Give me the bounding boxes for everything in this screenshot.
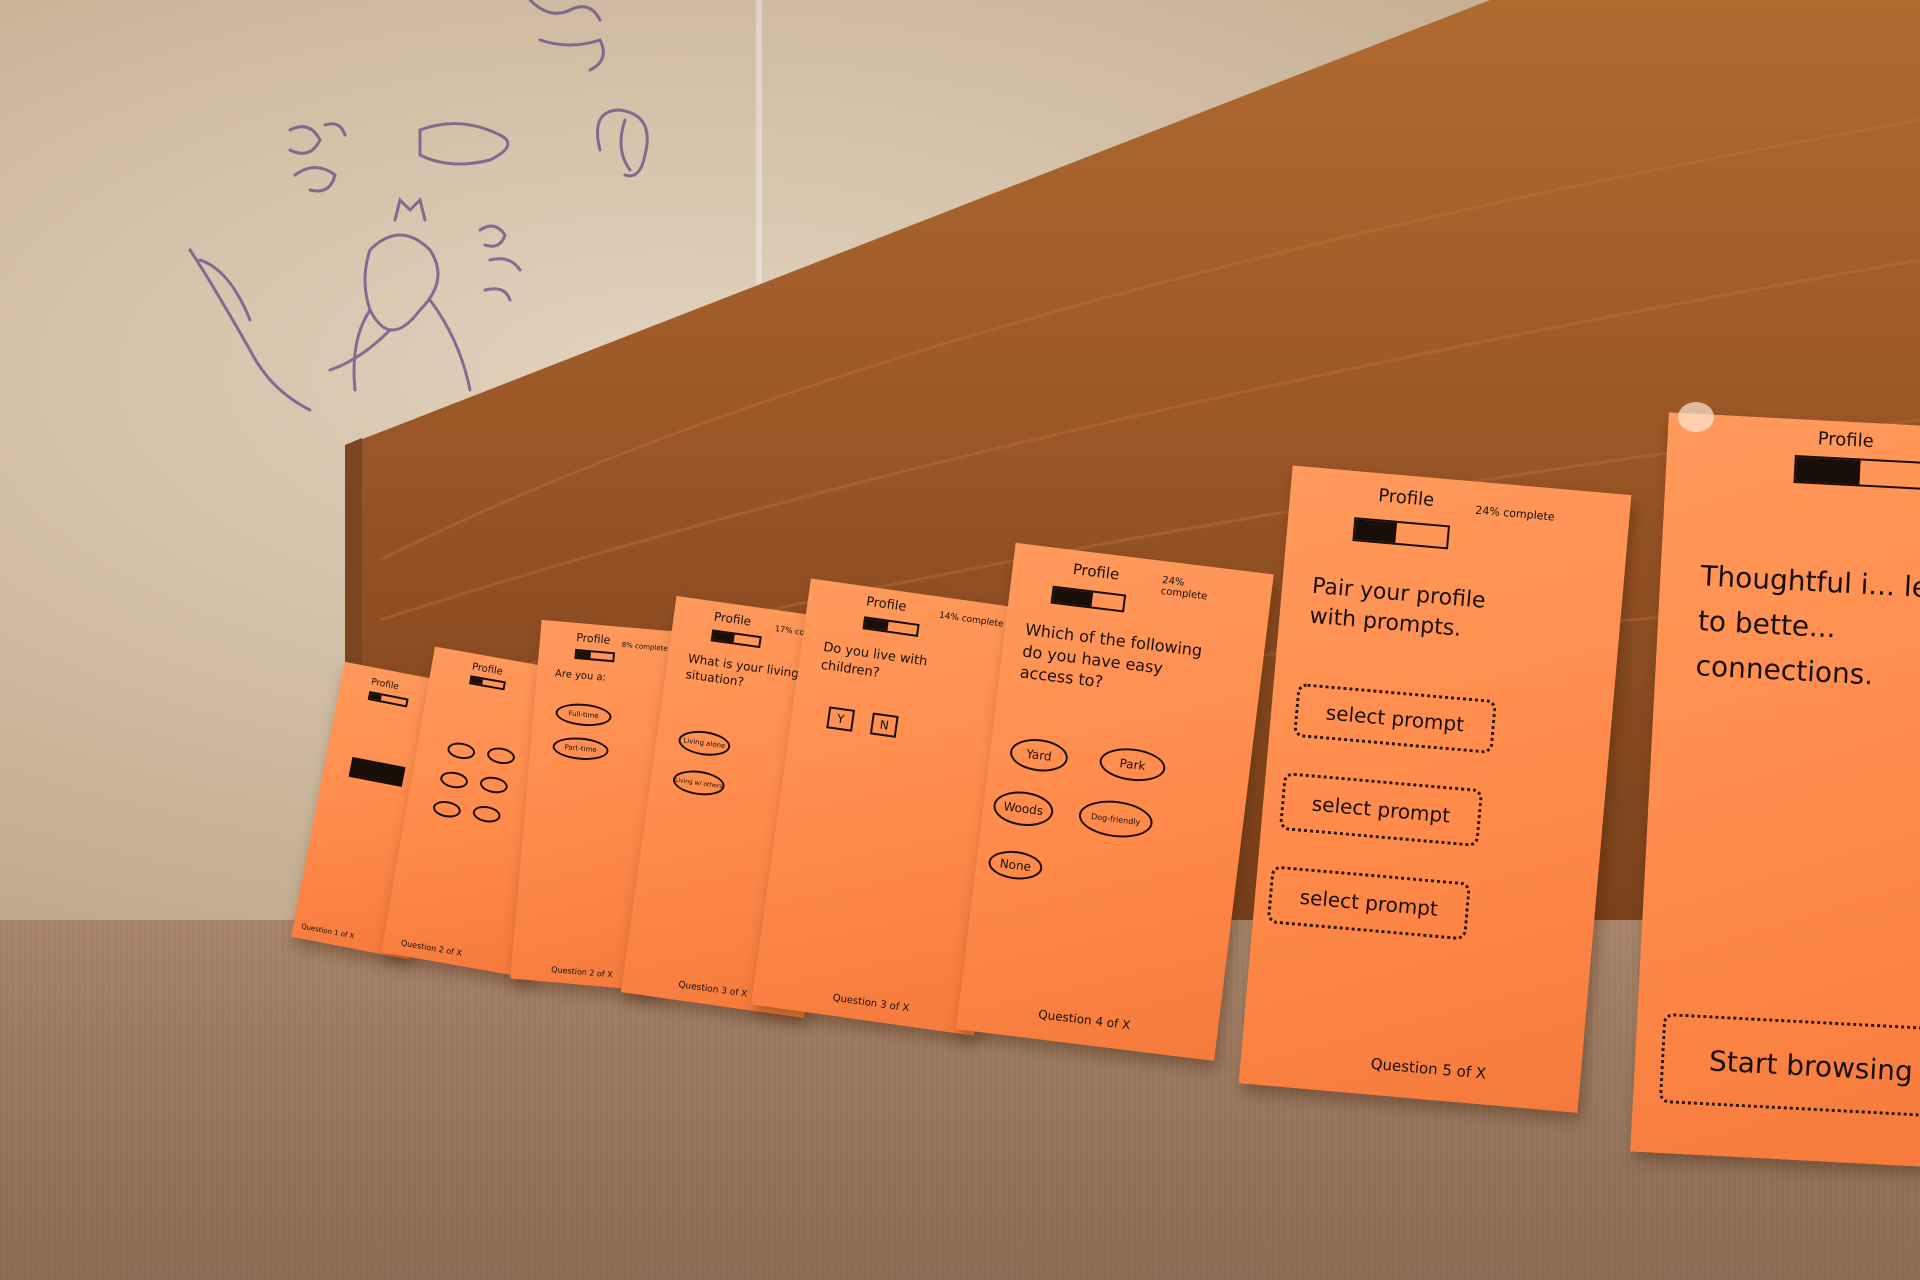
progress-bar (574, 648, 616, 663)
option-woods: Woods (991, 788, 1056, 830)
card-title: Profile (1377, 485, 1436, 511)
card-footer: Question 4 of X (1037, 1007, 1132, 1033)
card-question: Thoughtful i... leads to bette... connec… (1694, 559, 1920, 692)
progress-bar (710, 629, 762, 649)
yes-checkbox: Y (826, 706, 856, 732)
card-footer: Question 3 of X (677, 980, 748, 1000)
card-footer: Question 2 of X (400, 938, 463, 958)
option-park: Park (1097, 744, 1168, 785)
card-title: Profile (1817, 428, 1875, 453)
select-prompt-button: select prompt (1278, 771, 1484, 848)
progress-bar (1352, 517, 1451, 550)
card-question: Do you live with children? (819, 640, 929, 681)
card-title: Profile (865, 594, 908, 616)
card-question: Which of the following do you have easy … (1018, 619, 1204, 692)
card-title: Profile (713, 609, 753, 629)
progress-percent: 24% complete (1474, 503, 1556, 524)
option-oval: Full-time (554, 701, 613, 729)
option-oval (485, 745, 517, 767)
card-question: What is your living situation? (684, 651, 800, 690)
prototype-card-7: Profile 24% complete Pair your profile w… (1238, 465, 1632, 1113)
option-oval: Living alone (676, 727, 732, 759)
progress-percent: 14% complete (938, 610, 1004, 630)
card-title: Profile (575, 630, 611, 647)
card-footer: Question 5 of X (1370, 1054, 1487, 1083)
select-prompt-button: select prompt (1266, 865, 1472, 941)
option-oval: Living w/ others (671, 767, 727, 799)
option-oval (446, 740, 477, 762)
pin-icon (1678, 402, 1714, 432)
progress-bar (1050, 585, 1127, 613)
option-dog-friendly: Dog-friendly (1076, 796, 1155, 842)
progress-bar (862, 616, 920, 637)
option-oval (478, 774, 510, 796)
option-oval (431, 798, 463, 820)
input-field (348, 756, 406, 787)
option-oval (438, 769, 470, 791)
card-question: Are you a: (554, 668, 607, 684)
option-oval (471, 803, 502, 825)
card-footer: Question 2 of X (550, 965, 614, 980)
prototype-card-8: Profile Thoughtful i... leads to bette..… (1630, 412, 1920, 1169)
wall-seam (756, 0, 762, 300)
progress-percent: 8% complete (621, 640, 668, 653)
option-yard: Yard (1008, 735, 1070, 775)
card-question: Pair your profile with prompts. (1308, 573, 1487, 642)
no-checkbox: N (869, 712, 899, 738)
whiteboard-doodles-icon (188, 0, 649, 412)
card-title: Profile (1071, 560, 1121, 584)
select-prompt-button: select prompt (1293, 682, 1498, 755)
card-footer: Question 3 of X (831, 992, 910, 1015)
card-title: Profile (370, 677, 400, 693)
progress-bar (1793, 455, 1920, 490)
progress-bar (367, 690, 409, 708)
card-footer: Question 1 of X (300, 922, 356, 941)
start-browsing-button: Start browsing (1658, 1012, 1920, 1119)
progress-percent: 24% complete (1160, 574, 1208, 603)
option-none: None (986, 847, 1044, 883)
option-oval: Part-time (551, 735, 610, 763)
